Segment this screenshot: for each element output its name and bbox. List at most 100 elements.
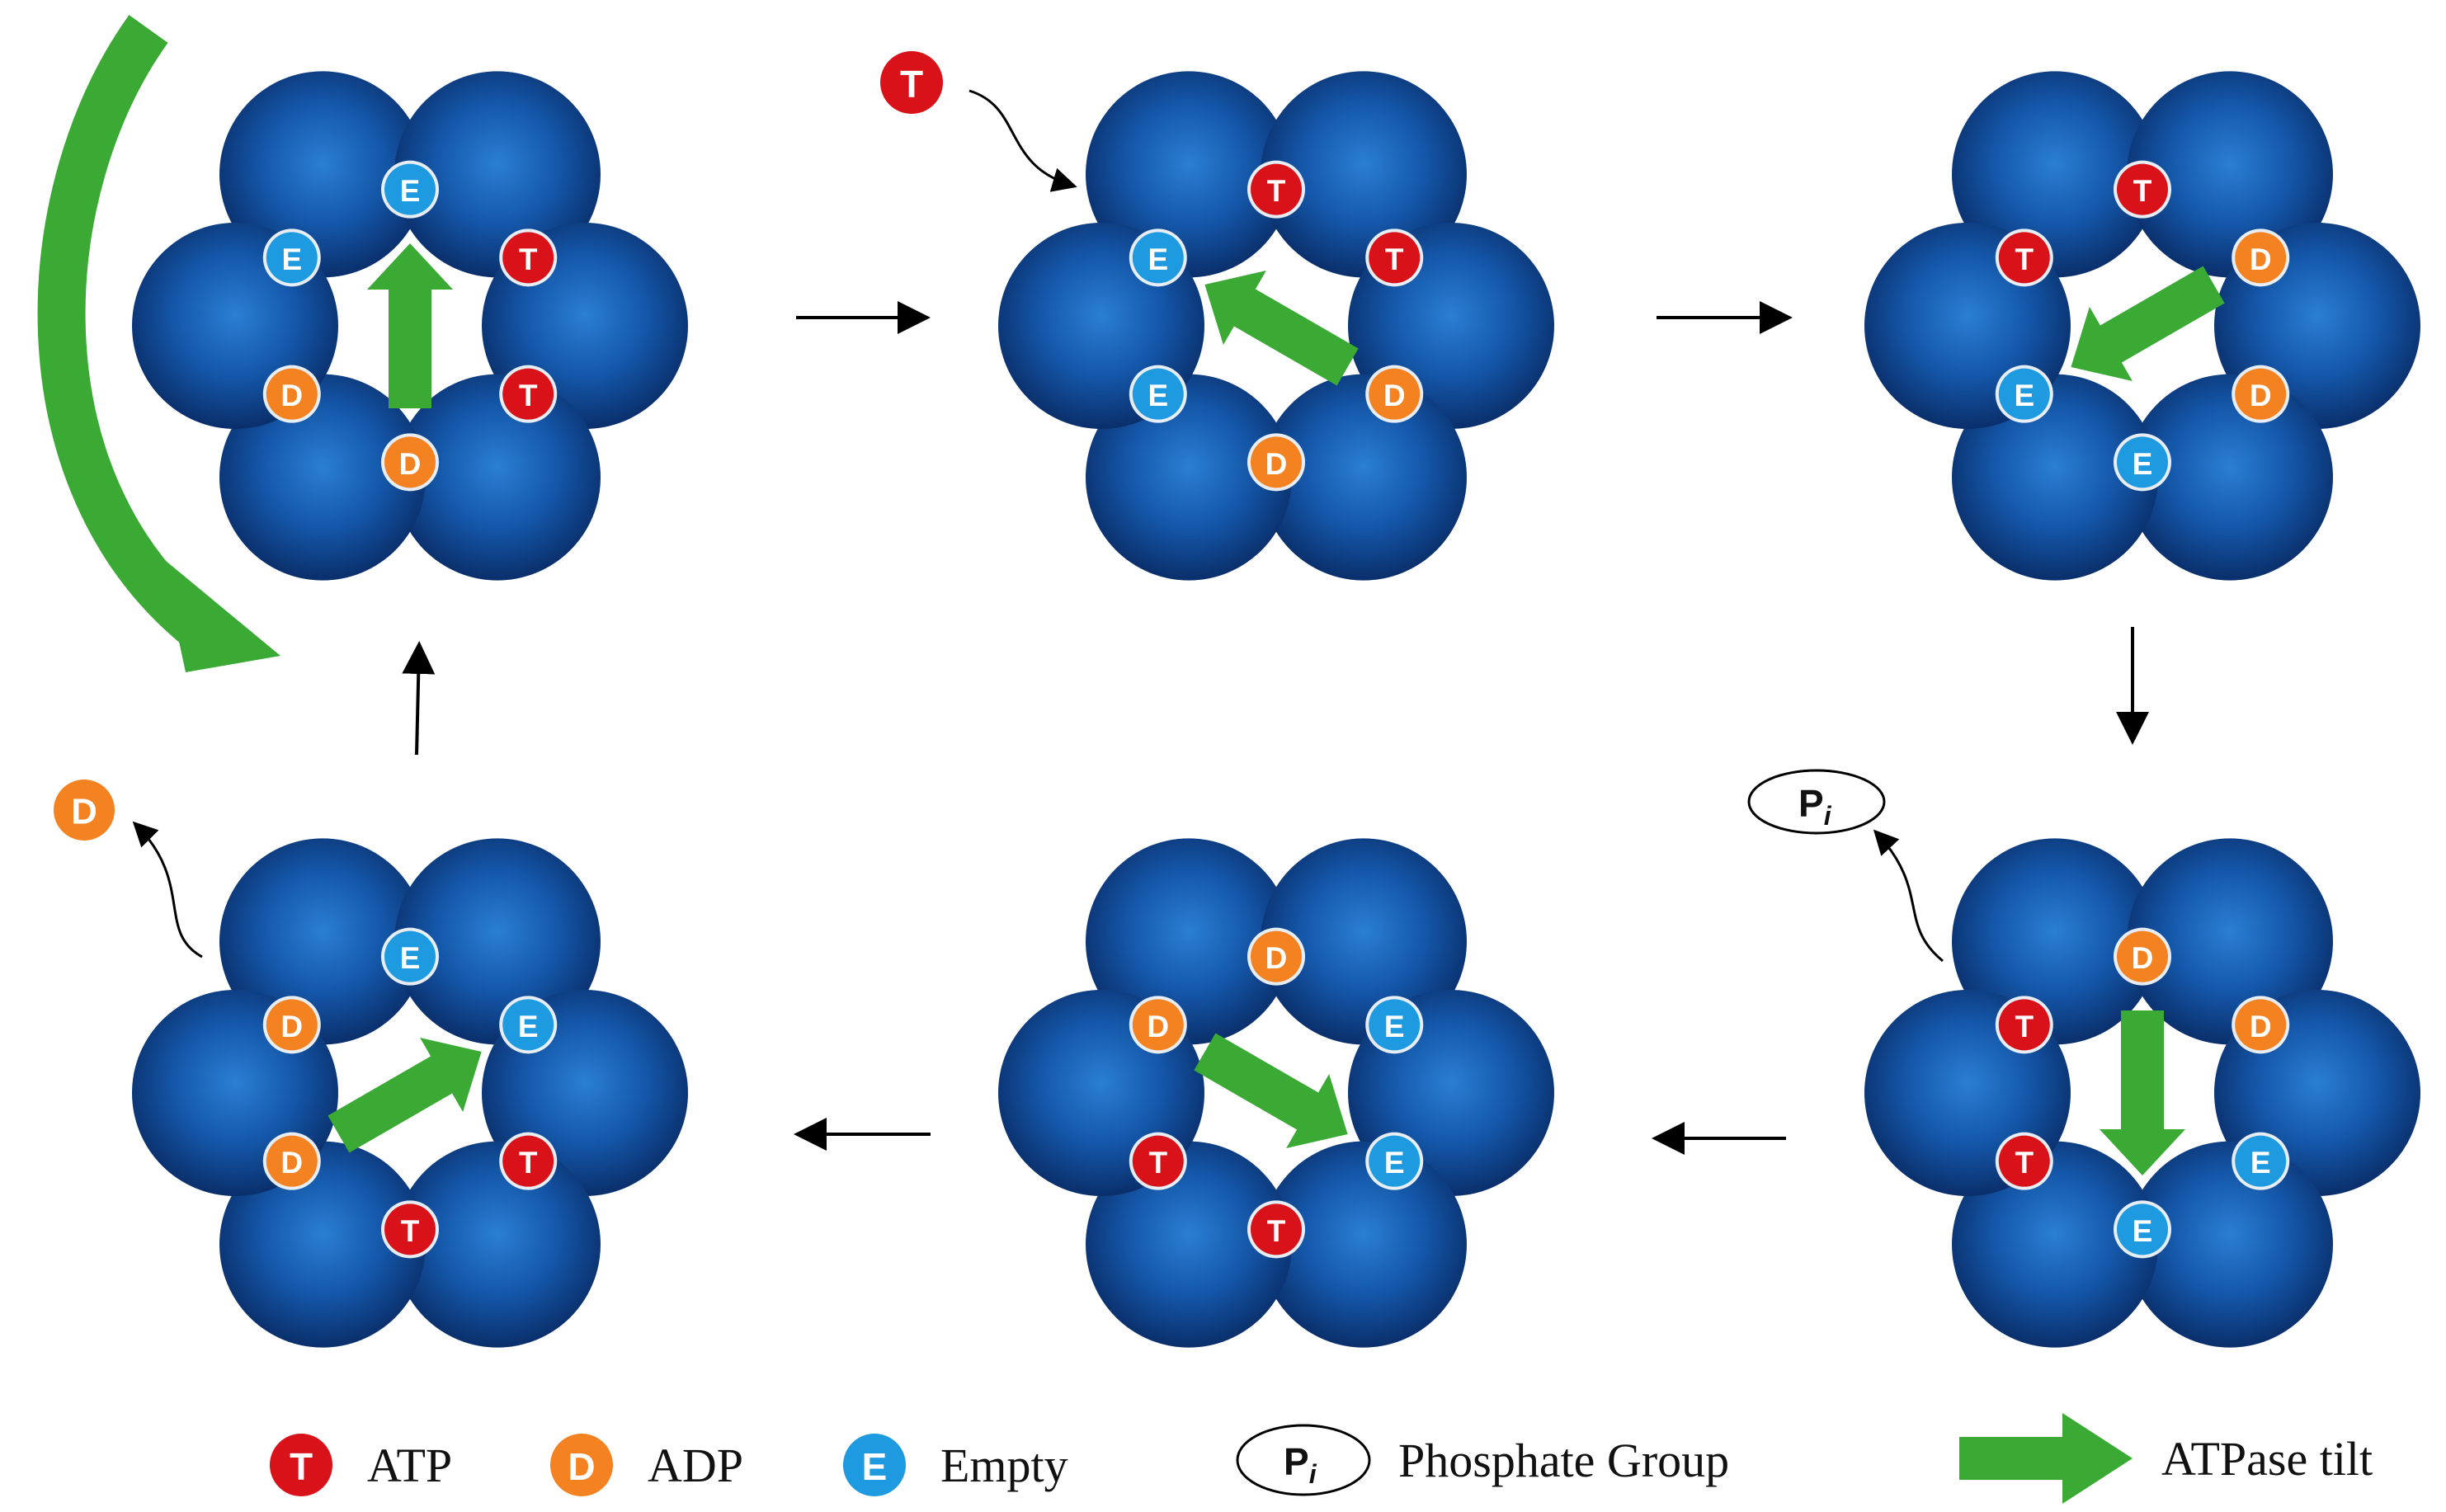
subunit-sphere — [1952, 838, 2158, 1045]
atp-badge: T — [1995, 1132, 2053, 1190]
adp-legend-badge: D — [547, 1430, 616, 1500]
empty-badge: E — [381, 927, 439, 986]
svg-text:T: T — [1385, 243, 1404, 276]
subunit-sphere — [1952, 374, 2158, 581]
adp-badge: D — [381, 433, 439, 492]
svg-text:E: E — [2250, 1146, 2271, 1180]
atp-legend-badge: T — [266, 1430, 336, 1500]
rotation-arrow — [37, 15, 280, 672]
subunit-sphere — [394, 71, 601, 278]
subunit-sphere — [219, 838, 426, 1045]
adp-badge: D — [2232, 365, 2290, 423]
legend-label: Empty — [940, 1439, 1068, 1492]
svg-text:D: D — [1265, 447, 1288, 481]
adp-badge: D — [262, 1132, 321, 1190]
atp-badge: T — [2114, 160, 2171, 219]
svg-text:T: T — [1267, 174, 1286, 208]
legend-item-atp: T ATP — [266, 1430, 452, 1500]
svg-text:T: T — [519, 1146, 538, 1180]
tilt-legend-arrow — [1959, 1413, 2133, 1504]
subunit-sphere — [1261, 1141, 1467, 1348]
adp-badge: D — [1247, 927, 1305, 986]
phosphate-release-arrow — [1873, 829, 1944, 963]
legend-label: ATPase tilt — [2161, 1432, 2373, 1486]
subunit-sphere — [219, 71, 426, 278]
svg-text:E: E — [1148, 243, 1168, 276]
empty-badge: E — [1129, 228, 1187, 287]
released-adp-badge: D — [50, 776, 118, 844]
hexamer-state-5: D E E T T D — [998, 838, 1554, 1348]
adp-badge: D — [1129, 996, 1187, 1054]
atp-badge: T — [1247, 1200, 1305, 1259]
adp-badge: D — [1247, 433, 1305, 492]
atp-binding-arrow — [969, 89, 1077, 192]
empty-badge: E — [1365, 996, 1424, 1054]
empty-badge: E — [1365, 1132, 1424, 1190]
svg-text:T: T — [1267, 1214, 1286, 1248]
svg-text:E: E — [1384, 1010, 1405, 1043]
svg-text:T: T — [2133, 174, 2152, 208]
subunit-sphere — [1261, 71, 1467, 278]
atp-badge: T — [1995, 228, 2053, 287]
svg-text:D: D — [2132, 941, 2154, 975]
atp-badge: T — [1129, 1132, 1187, 1190]
empty-badge: E — [381, 160, 439, 219]
subunit-sphere — [2127, 838, 2333, 1045]
svg-text:E: E — [2014, 379, 2034, 412]
subunit-sphere — [1086, 71, 1292, 278]
adp-badge: D — [262, 365, 321, 423]
tilt-arrow — [328, 1037, 482, 1153]
svg-text:D: D — [280, 1146, 303, 1180]
empty-badge: E — [262, 228, 321, 287]
empty-badge: E — [1995, 365, 2053, 423]
incoming-atp-badge: T — [877, 48, 946, 117]
tilt-arrow — [1204, 270, 1359, 386]
subunit-sphere — [1086, 374, 1292, 581]
subunit-sphere — [219, 374, 426, 581]
svg-text:T: T — [900, 63, 923, 106]
tilt-arrow — [1194, 1033, 1348, 1149]
flow-arrow — [402, 641, 436, 756]
svg-text:E: E — [518, 1010, 539, 1043]
subunit-sphere — [1086, 838, 1292, 1045]
subunit-sphere — [1261, 838, 1467, 1045]
legend-item-tilt: ATPase tilt — [1959, 1413, 2373, 1504]
adp-badge: D — [1365, 365, 1424, 423]
svg-text:E: E — [281, 243, 302, 276]
subunit-sphere — [1086, 1141, 1292, 1348]
svg-text:E: E — [400, 941, 421, 975]
atp-badge: T — [1995, 996, 2053, 1054]
hexamer-state-2: T T D D E E — [998, 71, 1554, 581]
subunit-sphere — [1952, 1141, 2158, 1348]
tilt-arrow — [2071, 266, 2225, 382]
subunit-sphere — [394, 1141, 601, 1348]
empty-badge: E — [2232, 1132, 2290, 1190]
atp-badge: T — [1365, 228, 1424, 287]
svg-text:E: E — [1148, 379, 1168, 412]
legend-label: Phosphate Group — [1398, 1434, 1729, 1487]
released-phosphate: Pi — [1747, 769, 1886, 835]
atp-badge: T — [499, 365, 558, 423]
svg-text:D: D — [2250, 1010, 2272, 1043]
legend-label: ATP — [367, 1439, 452, 1492]
subunit-sphere — [2127, 71, 2333, 278]
subunit-sphere — [1952, 71, 2158, 278]
svg-text:T: T — [519, 379, 538, 412]
atp-badge: T — [381, 1200, 439, 1259]
svg-text:Pi: Pi — [1798, 782, 1832, 831]
adp-badge: D — [262, 996, 321, 1054]
empty-badge: E — [1129, 365, 1187, 423]
adp-badge: D — [2232, 996, 2290, 1054]
svg-text:D: D — [2250, 243, 2272, 276]
subunit-sphere — [219, 1141, 426, 1348]
legend-label: ADP — [648, 1439, 743, 1492]
svg-text:T: T — [290, 1445, 313, 1488]
svg-text:D: D — [1265, 941, 1288, 975]
svg-text:D: D — [1383, 379, 1406, 412]
